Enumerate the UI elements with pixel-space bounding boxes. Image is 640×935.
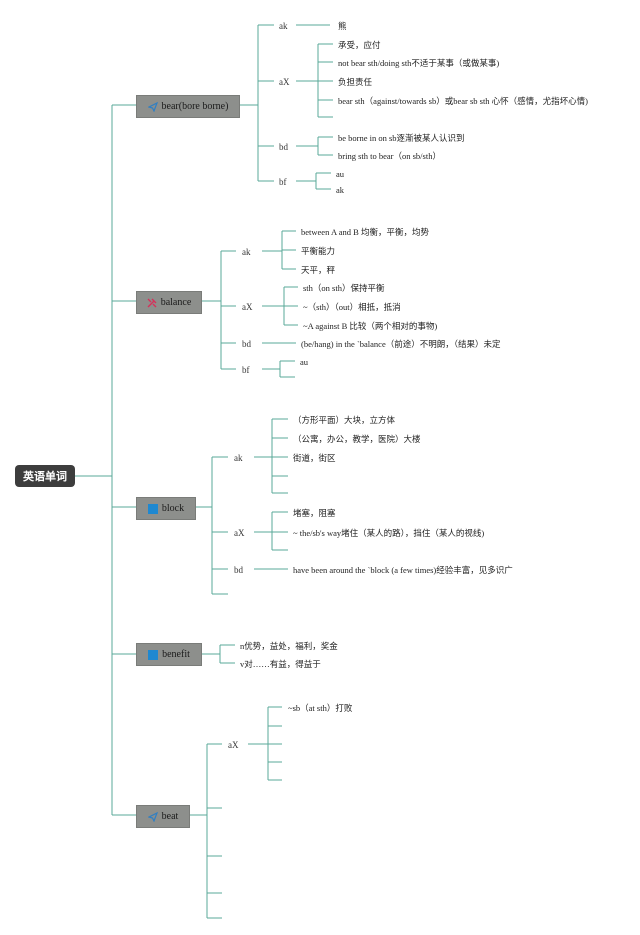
list-item: 街道，街区 bbox=[293, 453, 336, 463]
list-item: au bbox=[300, 357, 309, 367]
list-item: v对……有益，得益于 bbox=[240, 659, 321, 669]
list-item: between A and B 均衡，平衡，均势 bbox=[301, 227, 429, 237]
group-label: bd bbox=[234, 565, 243, 575]
word-label: beat bbox=[161, 811, 179, 822]
blue-square-icon bbox=[148, 649, 159, 660]
group-label: bf bbox=[242, 365, 250, 375]
group-label: aX bbox=[279, 77, 290, 87]
list-item: bear sth（against/towards sb）或bear sb sth… bbox=[338, 96, 589, 106]
list-item: 平衡能力 bbox=[301, 246, 336, 256]
group-label: ak bbox=[234, 453, 243, 463]
word-label: bear(bore borne) bbox=[161, 101, 229, 112]
list-item: ~（sth）（out）相抵，抵消 bbox=[303, 302, 401, 312]
blue-square-icon bbox=[147, 503, 158, 514]
word-label: balance bbox=[160, 297, 192, 308]
list-item: 负担责任 bbox=[338, 77, 373, 87]
group-label: bf bbox=[279, 177, 287, 187]
list-item: not bear sth/doing sth不适于某事（或做某事) bbox=[338, 58, 500, 68]
word-node-bear[interactable]: bear(bore borne) bbox=[136, 95, 240, 118]
list-item: bring sth to bear（on sb/sth） bbox=[338, 151, 441, 161]
paper-plane-icon bbox=[146, 101, 158, 112]
list-item: sth（on sth）保持平衡 bbox=[303, 283, 385, 293]
word-node-block[interactable]: block bbox=[136, 497, 196, 520]
word-node-beat[interactable]: beat bbox=[136, 805, 190, 828]
list-item: 熊 bbox=[338, 21, 347, 31]
group-label: bd bbox=[279, 142, 288, 152]
list-item: n优势，益处，福利，奖金 bbox=[240, 641, 338, 651]
list-item: （公寓，办公，教学，医院）大楼 bbox=[293, 434, 421, 444]
word-label: benefit bbox=[162, 649, 190, 660]
group-label: aX bbox=[234, 528, 245, 538]
paper-plane-icon bbox=[147, 811, 158, 822]
group-label: aX bbox=[242, 302, 253, 312]
list-item: (be/hang) in the `balance（前途）不明朗，（结果）未定 bbox=[301, 339, 501, 349]
list-item: ~ the/sb's way堵住（某人的路），挡住（某人的视线) bbox=[293, 528, 485, 538]
list-item: be borne in on sb逐渐被某人认识到 bbox=[338, 133, 465, 143]
list-item: 承受，应付 bbox=[338, 40, 381, 50]
list-item: au bbox=[336, 169, 345, 179]
word-label: block bbox=[161, 503, 185, 514]
list-item: ak bbox=[336, 185, 345, 195]
group-label: bd bbox=[242, 339, 251, 349]
group-label: ak bbox=[242, 247, 251, 257]
list-item: 天平，秤 bbox=[301, 265, 336, 275]
tools-icon bbox=[147, 298, 157, 308]
root-node[interactable]: 英语单词 bbox=[15, 465, 75, 487]
word-node-benefit[interactable]: benefit bbox=[136, 643, 202, 666]
word-node-balance[interactable]: balance bbox=[136, 291, 202, 314]
list-item: have been around the `block (a few times… bbox=[293, 565, 513, 575]
list-item: （方形平面）大块，立方体 bbox=[293, 415, 396, 425]
list-item: 堵塞，阻塞 bbox=[293, 508, 336, 518]
list-item: ~sb（at sth）打败 bbox=[288, 703, 353, 713]
group-label: ak bbox=[279, 21, 288, 31]
group-label: aX bbox=[228, 740, 239, 750]
list-item: ~A against B 比较（两个相对的事物) bbox=[303, 321, 438, 331]
root-label: 英语单词 bbox=[23, 471, 67, 483]
